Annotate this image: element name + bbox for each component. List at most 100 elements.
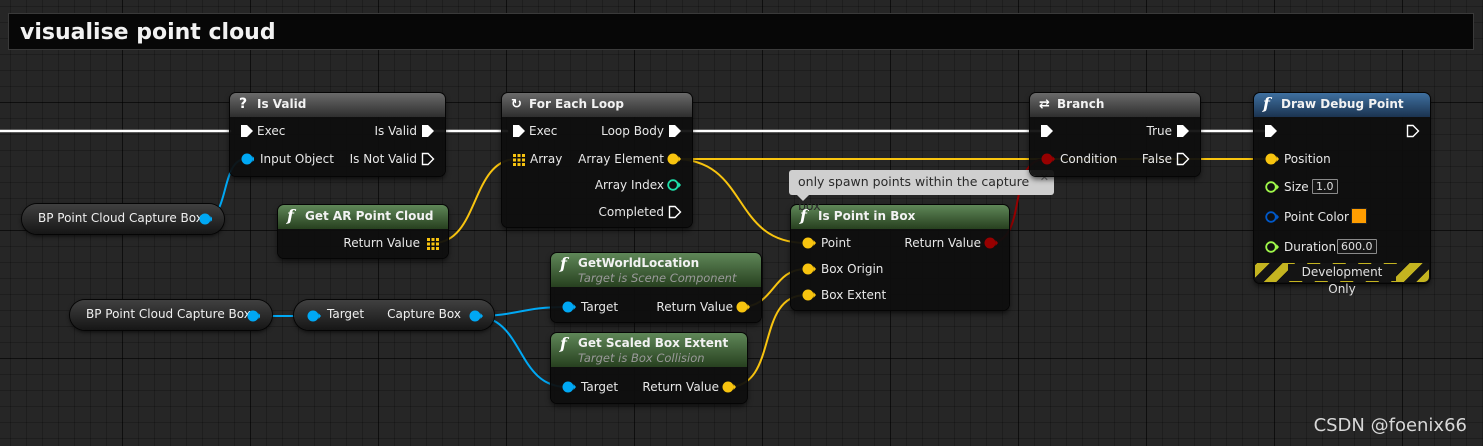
pin-label: Point Color bbox=[1284, 210, 1349, 224]
development-only-label: Development Only bbox=[1288, 264, 1396, 296]
pin-label: Completed bbox=[598, 205, 664, 219]
linear-color-pin-icon bbox=[1265, 211, 1279, 223]
pin-label: Point bbox=[821, 236, 851, 250]
pin-label: Return Value bbox=[656, 300, 733, 314]
duration-value-input[interactable]: 600.0 bbox=[1337, 239, 1377, 254]
node-header[interactable]: f Draw Debug Point bbox=[1254, 93, 1430, 117]
pin-label: Duration bbox=[1284, 240, 1337, 254]
array-pin-icon bbox=[513, 154, 525, 166]
variable-capture-box-2[interactable]: BP Point Cloud Capture Box bbox=[70, 300, 272, 330]
struct-pin-icon bbox=[722, 381, 736, 393]
pin-label: Is Not Valid bbox=[349, 152, 417, 166]
array-pin-icon bbox=[427, 238, 439, 250]
node-header[interactable]: f Get Scaled Box Extent Target is Box Co… bbox=[551, 333, 747, 367]
comment-title: visualise point cloud bbox=[20, 20, 276, 45]
pin-label: Box Extent bbox=[821, 288, 887, 302]
node-header[interactable]: f Get AR Point Cloud bbox=[278, 205, 448, 229]
pin-label: Array bbox=[530, 152, 563, 166]
node-capture-box-getter[interactable]: Target Capture Box bbox=[294, 300, 494, 330]
watermark: CSDN @foenix66 bbox=[1313, 415, 1467, 436]
exec-pin-icon bbox=[1265, 125, 1277, 137]
function-icon: f bbox=[800, 206, 807, 225]
variable-capture-box-1[interactable]: BP Point Cloud Capture Box bbox=[22, 204, 224, 234]
struct-wire-element-to-point bbox=[673, 158, 807, 244]
int-pin-empty-icon bbox=[667, 179, 681, 191]
node-title: Get Scaled Box Extent bbox=[578, 336, 729, 350]
pin-label: True bbox=[1146, 124, 1173, 138]
exec-pin-icon bbox=[1041, 125, 1053, 137]
node-get-ar-point-cloud[interactable]: f Get AR Point Cloud Return Value bbox=[278, 205, 448, 258]
object-pin-icon[interactable] bbox=[306, 308, 322, 324]
pin-label: Target bbox=[581, 380, 619, 394]
pin-label: Return Value bbox=[904, 236, 981, 250]
exec-pin-empty-icon bbox=[1176, 152, 1190, 166]
loop-icon: ↻ bbox=[511, 97, 522, 112]
node-get-scaled-box-extent[interactable]: f Get Scaled Box Extent Target is Box Co… bbox=[551, 333, 747, 403]
struct-pin-icon bbox=[1265, 153, 1279, 165]
pin-label: Return Value bbox=[343, 236, 420, 250]
node-title: Is Valid bbox=[257, 97, 307, 111]
object-pin-icon[interactable] bbox=[246, 308, 260, 324]
pin-label: Condition bbox=[1060, 152, 1118, 166]
node-header[interactable]: ? Is Valid bbox=[230, 93, 445, 117]
node-header[interactable]: ↻ For Each Loop bbox=[502, 93, 692, 117]
point-color-swatch[interactable] bbox=[1351, 208, 1367, 224]
development-only-banner: Development Only bbox=[1255, 263, 1429, 296]
node-get-world-location[interactable]: f GetWorldLocation Target is Scene Compo… bbox=[551, 253, 761, 322]
node-header[interactable]: ⇄ Branch bbox=[1030, 93, 1200, 117]
exec-pin-empty-icon bbox=[421, 152, 435, 166]
variable-label: BP Point Cloud Capture Box bbox=[38, 211, 203, 225]
comment-bubble[interactable]: only spawn points within the capture box… bbox=[789, 170, 1054, 213]
pin-label: Array Element bbox=[578, 152, 664, 166]
size-value-input[interactable]: 1.0 bbox=[1312, 179, 1338, 194]
struct-pin-icon bbox=[802, 237, 816, 249]
struct-pin-icon bbox=[802, 289, 816, 301]
object-pin-icon bbox=[562, 301, 576, 313]
pin-label: Input Object bbox=[260, 152, 334, 166]
pin-label: False bbox=[1141, 152, 1172, 166]
struct-pin-icon bbox=[802, 263, 816, 275]
function-icon: f bbox=[560, 334, 567, 353]
pin-label: Position bbox=[1284, 152, 1331, 166]
node-draw-debug-point[interactable]: f Draw Debug Point Position Size 1.0 Poi… bbox=[1254, 93, 1430, 296]
exec-pin-icon bbox=[513, 125, 525, 137]
node-title: For Each Loop bbox=[529, 97, 624, 111]
object-pin-icon[interactable] bbox=[198, 211, 212, 227]
object-pin-icon[interactable] bbox=[468, 308, 484, 324]
pin-label: Box Origin bbox=[821, 262, 884, 276]
node-header[interactable]: f GetWorldLocation Target is Scene Compo… bbox=[551, 253, 761, 287]
node-title: Get AR Point Cloud bbox=[305, 209, 434, 223]
node-header[interactable]: f Is Point in Box bbox=[791, 205, 1009, 229]
pin-label: Target bbox=[581, 300, 619, 314]
question-icon: ? bbox=[239, 96, 248, 112]
exec-pin-icon bbox=[241, 125, 253, 137]
object-pin-icon bbox=[241, 153, 254, 165]
function-icon: f bbox=[560, 254, 567, 273]
function-icon: f bbox=[1263, 94, 1270, 113]
variable-label: BP Point Cloud Capture Box bbox=[86, 307, 251, 321]
pin-label: Return Value bbox=[642, 380, 719, 394]
bool-pin-icon bbox=[984, 237, 998, 249]
node-subtitle: Target is Scene Component bbox=[578, 271, 737, 285]
exec-pin-icon bbox=[1177, 125, 1189, 137]
node-is-valid[interactable]: ? Is Valid Exec Is Valid Input Object Is… bbox=[230, 93, 445, 176]
comment-box[interactable]: visualise point cloud bbox=[8, 13, 1474, 50]
pin-label: Array Index bbox=[594, 178, 664, 192]
node-branch[interactable]: ⇄ Branch True Condition False bbox=[1030, 93, 1200, 176]
node-for-each-loop[interactable]: ↻ For Each Loop Exec Loop Body Array Arr… bbox=[502, 93, 692, 227]
node-is-point-in-box[interactable]: f Is Point in Box Point Return Value Box… bbox=[791, 205, 1009, 310]
float-pin-empty-icon bbox=[1265, 241, 1279, 253]
exec-pin-empty-icon bbox=[668, 205, 682, 219]
pin-icon[interactable]: ✕ bbox=[1039, 171, 1049, 184]
exec-pin-icon bbox=[669, 125, 681, 137]
pin-label: Loop Body bbox=[601, 124, 664, 138]
comment-bubble-text: only spawn points within the capture box bbox=[798, 174, 1030, 213]
exec-pin-icon bbox=[422, 125, 434, 137]
bool-pin-icon bbox=[1041, 153, 1055, 165]
exec-pin-empty-icon bbox=[1406, 124, 1420, 138]
float-pin-empty-icon bbox=[1265, 181, 1279, 193]
pin-label-capture-box: Capture Box bbox=[387, 307, 461, 321]
struct-pin-icon bbox=[667, 153, 681, 165]
node-subtitle: Target is Box Collision bbox=[578, 351, 705, 365]
pin-label: Size bbox=[1284, 180, 1309, 194]
